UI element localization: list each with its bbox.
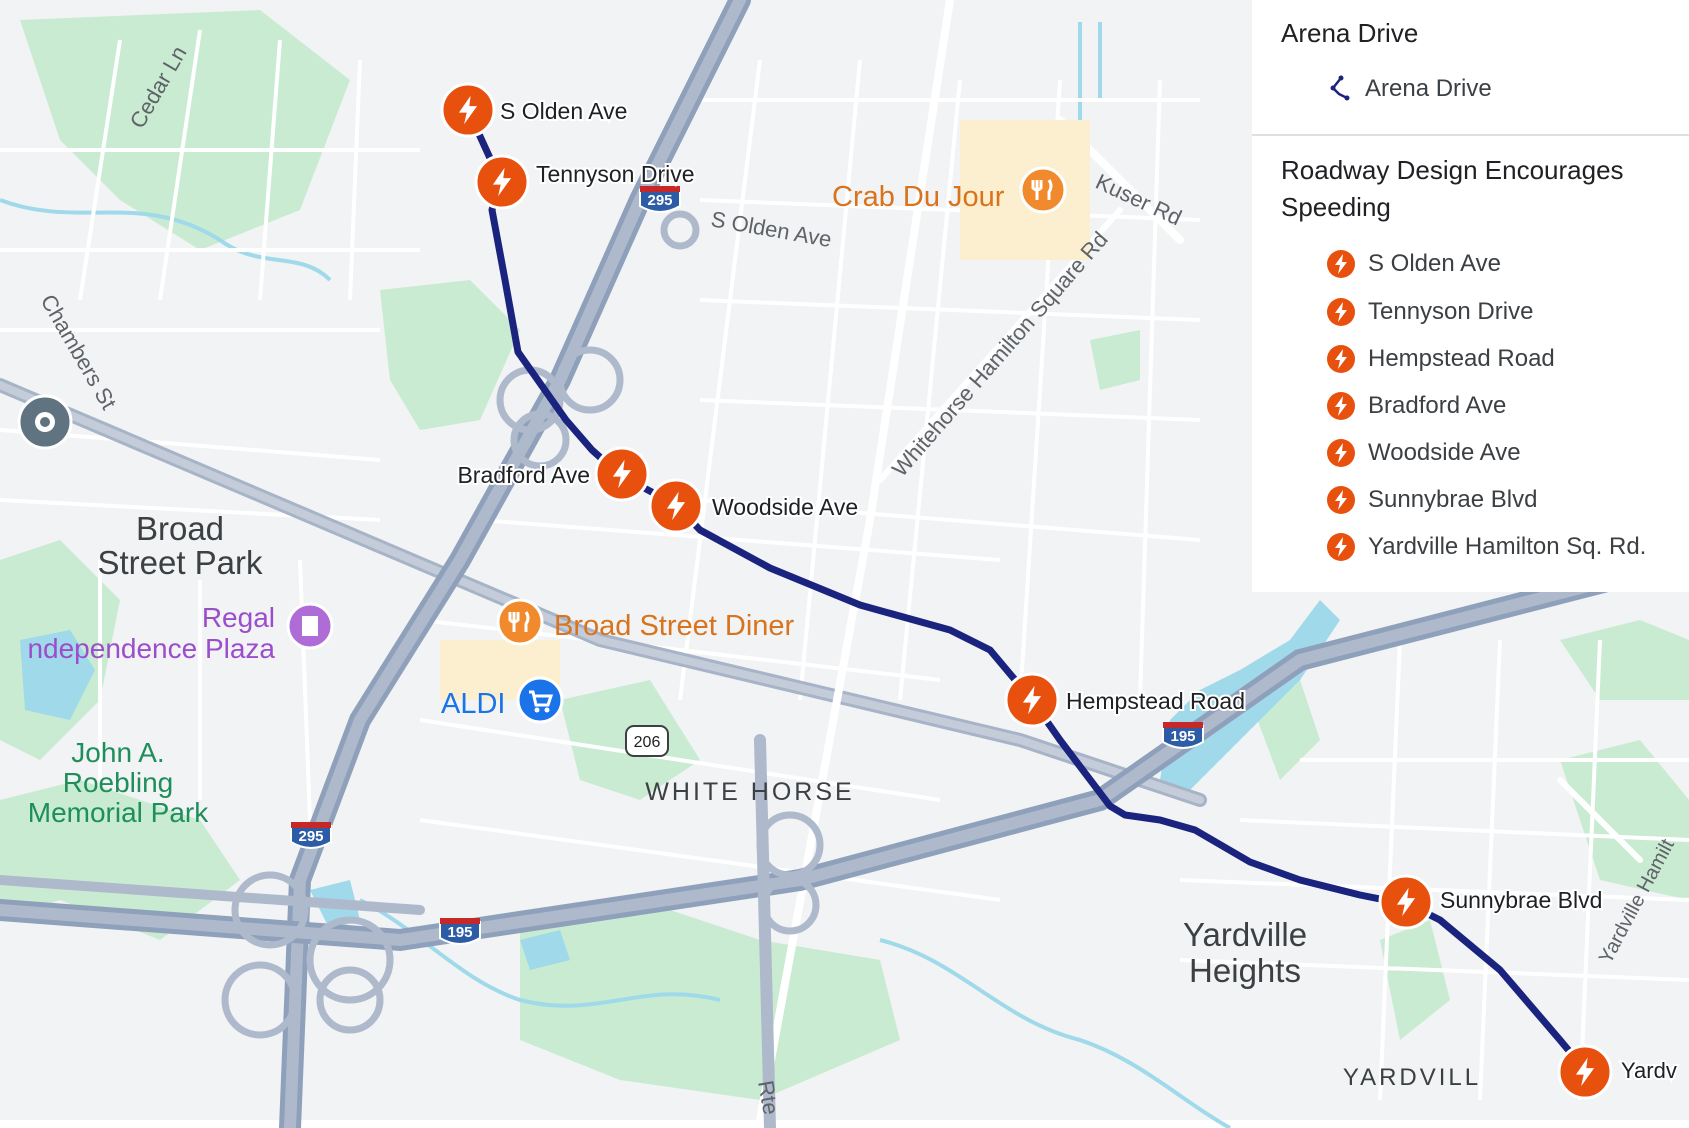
cart-icon bbox=[529, 690, 554, 707]
restaurant-pin-broad-street-diner[interactable] bbox=[496, 598, 544, 646]
marker-label: S Olden Ave bbox=[500, 98, 627, 124]
area-label-white-horse: WHITE HORSE bbox=[645, 778, 854, 806]
street-label-rte: Rte bbox=[753, 1079, 784, 1117]
marker-label: Sunnybrae Blvd bbox=[1440, 887, 1602, 913]
hazard-marker-s-olden-ave[interactable]: S Olden Ave bbox=[440, 82, 629, 138]
legend-item-label: Bradford Ave bbox=[1368, 392, 1507, 419]
shield-number: 295 bbox=[647, 192, 672, 209]
marker-label: Bradford Ave bbox=[457, 462, 590, 488]
legend-item-label: Arena Drive bbox=[1365, 75, 1492, 102]
legend-item-sunnybrae-blvd[interactable]: Sunnybrae Blvd bbox=[1326, 483, 1537, 517]
poi-label-crab-du-jour: Crab Du Jour bbox=[832, 181, 1005, 213]
park-label-broad-street-1: Broad bbox=[136, 510, 224, 547]
area-label-yardville-heights-2: Heights bbox=[1189, 952, 1301, 989]
hazard-marker-yardville[interactable]: Yardv bbox=[1557, 1044, 1679, 1100]
shield-i295-top: 295 bbox=[639, 186, 681, 213]
area-label-yardville: YARDVILL bbox=[1343, 1064, 1481, 1091]
shield-i295-bottom: 295 bbox=[290, 822, 332, 849]
location-pin-gray[interactable] bbox=[17, 394, 73, 450]
highway-shields: 295 295 195 195 206 bbox=[290, 186, 1204, 945]
poi-label-aldi: ALDI bbox=[441, 688, 505, 720]
local-streets bbox=[0, 29, 1689, 1101]
hazard-marker-woodside-ave[interactable]: Woodside Ave bbox=[648, 478, 860, 534]
area-label-yardville-heights-1: Yardville bbox=[1183, 916, 1307, 953]
hazard-markers[interactable]: S Olden Ave Tennyson Drive Bradford Ave … bbox=[440, 82, 1679, 1100]
park-label-roebling-1: John A. bbox=[71, 737, 164, 768]
legend-item-label: Tennyson Drive bbox=[1368, 298, 1534, 325]
marker-label: Woodside Ave bbox=[712, 494, 858, 520]
legend-section-title-hazard: Roadway Design Encourages Speeding bbox=[1281, 155, 1624, 222]
bolt-icon bbox=[1327, 345, 1355, 373]
bolt-icon bbox=[1327, 392, 1355, 420]
shield-i195-left: 195 bbox=[439, 918, 481, 945]
legend-panel: Arena Drive Arena Drive Roadway Design E… bbox=[1252, 0, 1689, 592]
park-label-roebling-3: Memorial Park bbox=[28, 797, 209, 828]
interchanges bbox=[221, 210, 824, 1039]
shield-number: 295 bbox=[298, 828, 323, 845]
hazard-marker-tennyson-drive[interactable]: Tennyson Drive bbox=[474, 154, 697, 210]
hazard-marker-sunnybrae-blvd[interactable]: Sunnybrae Blvd bbox=[1378, 874, 1604, 930]
bolt-icon bbox=[1327, 250, 1355, 278]
bolt-icon bbox=[1327, 298, 1355, 326]
shield-number: 195 bbox=[1170, 728, 1195, 745]
legend-item-bradford-ave[interactable]: Bradford Ave bbox=[1326, 389, 1506, 423]
shopping-pin-aldi[interactable] bbox=[516, 676, 564, 724]
map-bottom-edge bbox=[0, 1120, 1689, 1128]
hazard-marker-hempstead-road[interactable]: Hempstead Road bbox=[1004, 672, 1247, 728]
restaurant-pin-crab-du-jour[interactable] bbox=[1019, 166, 1067, 214]
park-label-roebling-2: Roebling bbox=[63, 767, 174, 798]
cinema-pin-regal[interactable] bbox=[286, 602, 334, 650]
poi-label-broad-street-diner: Broad Street Diner bbox=[554, 610, 795, 642]
poi-label-regal-1: Regal bbox=[202, 602, 275, 633]
fork-knife-icon bbox=[508, 611, 530, 632]
legend-item-woodside-ave[interactable]: Woodside Ave bbox=[1326, 436, 1521, 470]
legend-item-label: Sunnybrae Blvd bbox=[1368, 486, 1538, 513]
route-icon bbox=[1330, 75, 1350, 101]
legend-item-yardville-hamilton[interactable]: Yardville Hamilton Sq. Rd. bbox=[1326, 530, 1646, 564]
bolt-icon bbox=[1327, 533, 1355, 561]
legend-item-route[interactable]: Arena Drive bbox=[1323, 72, 1492, 106]
marker-label: Hempstead Road bbox=[1066, 688, 1245, 714]
bolt-icon bbox=[1327, 439, 1355, 467]
marker-label: Yardv bbox=[1621, 1058, 1677, 1083]
marker-label: Tennyson Drive bbox=[536, 161, 695, 187]
park-label-broad-street-2: Street Park bbox=[97, 544, 263, 581]
bolt-icon bbox=[1327, 486, 1355, 514]
legend-section-title-route: Arena Drive bbox=[1281, 18, 1419, 48]
shield-number: 195 bbox=[447, 924, 472, 941]
legend-item-s-olden-ave[interactable]: S Olden Ave bbox=[1326, 247, 1501, 281]
shield-us206: 206 bbox=[625, 725, 669, 757]
poi-label-regal-2: ndependence Plaza bbox=[27, 633, 275, 664]
shield-i195-right: 195 bbox=[1162, 722, 1204, 749]
legend-item-hempstead-road[interactable]: Hempstead Road bbox=[1326, 342, 1555, 376]
legend-divider bbox=[1252, 134, 1689, 136]
legend-item-label: S Olden Ave bbox=[1368, 250, 1501, 277]
film-icon bbox=[302, 616, 318, 636]
shield-number: 206 bbox=[634, 734, 661, 751]
fork-knife-icon bbox=[1031, 179, 1053, 200]
hazard-marker-bradford-ave[interactable]: Bradford Ave bbox=[455, 446, 650, 502]
legend-item-tennyson-drive[interactable]: Tennyson Drive bbox=[1326, 295, 1533, 329]
legend-item-label: Yardville Hamilton Sq. Rd. bbox=[1368, 533, 1647, 560]
legend-item-label: Hempstead Road bbox=[1368, 345, 1555, 372]
legend-item-label: Woodside Ave bbox=[1368, 439, 1521, 466]
